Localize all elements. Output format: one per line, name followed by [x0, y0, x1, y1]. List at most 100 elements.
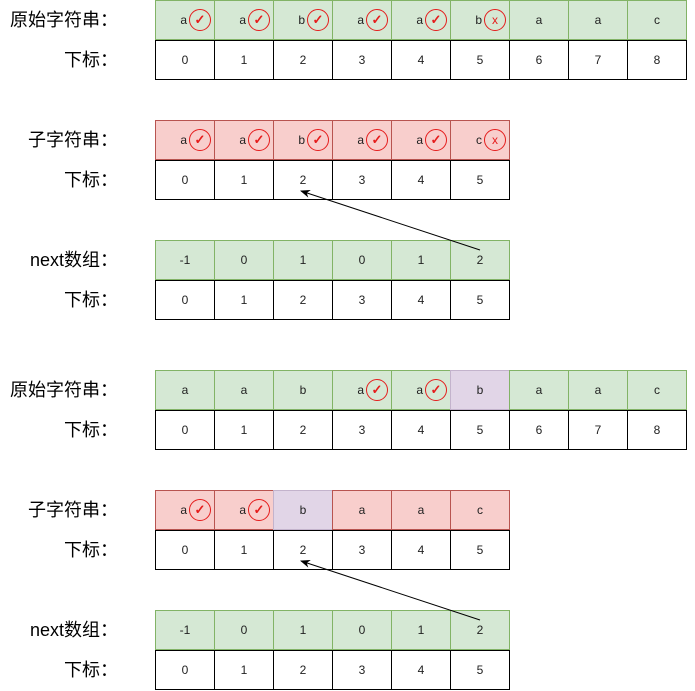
cell-value: 3: [358, 293, 366, 307]
cell-value: 5: [476, 53, 484, 67]
check-circle-icon: ✓: [248, 129, 270, 151]
cell-value: 4: [417, 173, 425, 187]
cell-value: a: [535, 383, 543, 397]
check-circle-icon: ✓: [248, 499, 270, 521]
cell: a✓: [391, 370, 451, 410]
cell: a: [155, 370, 215, 410]
cell: a: [509, 370, 569, 410]
cell-value: c: [654, 383, 660, 397]
cell-value: 4: [417, 663, 425, 677]
cell-value: 0: [181, 663, 189, 677]
cell-value: 2: [299, 173, 307, 187]
cell: a✓: [391, 0, 451, 40]
check-circle-icon: ✓: [189, 9, 211, 31]
cell: 4: [391, 40, 451, 80]
cell: b: [273, 490, 333, 530]
cell: a✓: [214, 120, 274, 160]
cell-value: 2: [299, 423, 307, 437]
cell: 0: [155, 160, 215, 200]
cell-value: a: [240, 383, 248, 397]
row-label: 下标：: [64, 170, 118, 190]
cell: a✓: [332, 0, 392, 40]
cell: a✓: [214, 490, 274, 530]
cell-value: 1: [299, 253, 307, 267]
cell: 0: [155, 530, 215, 570]
check-circle-icon: ✓: [189, 499, 211, 521]
cell-value: a: [357, 13, 364, 27]
cell: 2: [273, 40, 333, 80]
cell: a✓: [155, 0, 215, 40]
cell: 3: [332, 650, 392, 690]
cell: 1: [273, 610, 333, 650]
cell: 2: [273, 530, 333, 570]
row-label: next数组：: [29, 250, 118, 270]
row-label: 子字符串：: [28, 500, 118, 520]
cell: 6: [509, 40, 569, 80]
cell-value: a: [180, 133, 187, 147]
cell-value: 7: [594, 53, 602, 67]
cell: a✓: [214, 0, 274, 40]
cell: 4: [391, 160, 451, 200]
cell: a: [214, 370, 274, 410]
row-label: 下标：: [64, 660, 118, 680]
check-circle-icon: ✓: [366, 379, 388, 401]
cell-value: 5: [476, 543, 484, 557]
cell-value: 1: [299, 623, 307, 637]
cell-value: 3: [358, 543, 366, 557]
cell-value: 0: [240, 623, 248, 637]
cell: c: [627, 370, 687, 410]
row-label: 子字符串：: [28, 130, 118, 150]
cell-value: 0: [181, 53, 189, 67]
cell: 4: [391, 530, 451, 570]
cell-value: a: [357, 383, 364, 397]
cell: b: [273, 370, 333, 410]
row-label: 原始字符串：: [10, 380, 118, 400]
cell-value: 1: [240, 293, 248, 307]
check-circle-icon: ✓: [189, 129, 211, 151]
cell-value: 2: [476, 253, 484, 267]
cell: 5: [450, 40, 510, 80]
cell: 4: [391, 280, 451, 320]
cell-value: a: [416, 13, 423, 27]
cell: c: [627, 0, 687, 40]
cell: 5: [450, 160, 510, 200]
cell-value: a: [239, 133, 246, 147]
cell-value: 4: [417, 53, 425, 67]
cell-value: a: [239, 503, 246, 517]
check-circle-icon: ✓: [307, 9, 329, 31]
cell-value: -1: [179, 253, 191, 267]
cell-value: c: [476, 133, 482, 147]
cell-value: 0: [358, 623, 366, 637]
check-circle-icon: ✓: [248, 9, 270, 31]
x-circle-icon: x: [484, 9, 506, 31]
cell: 3: [332, 40, 392, 80]
cell: c: [450, 490, 510, 530]
cell-value: 3: [358, 663, 366, 677]
cell-value: b: [299, 383, 307, 397]
cell-value: c: [477, 503, 483, 517]
cell-value: a: [416, 383, 423, 397]
cell: 3: [332, 410, 392, 450]
row-label: 下标：: [64, 420, 118, 440]
cell-value: 2: [299, 53, 307, 67]
cell-value: -1: [179, 623, 191, 637]
cell-value: 1: [240, 173, 248, 187]
cell-value: 6: [535, 53, 543, 67]
cell-value: 7: [594, 423, 602, 437]
cell: 1: [214, 410, 274, 450]
cell-value: 0: [181, 543, 189, 557]
cell-value: 2: [299, 543, 307, 557]
cell: a: [568, 0, 628, 40]
cell-value: 4: [417, 423, 425, 437]
cell-value: b: [476, 383, 484, 397]
cell: a: [509, 0, 569, 40]
cell-value: a: [181, 383, 189, 397]
check-circle-icon: ✓: [425, 129, 447, 151]
cell-value: 3: [358, 423, 366, 437]
